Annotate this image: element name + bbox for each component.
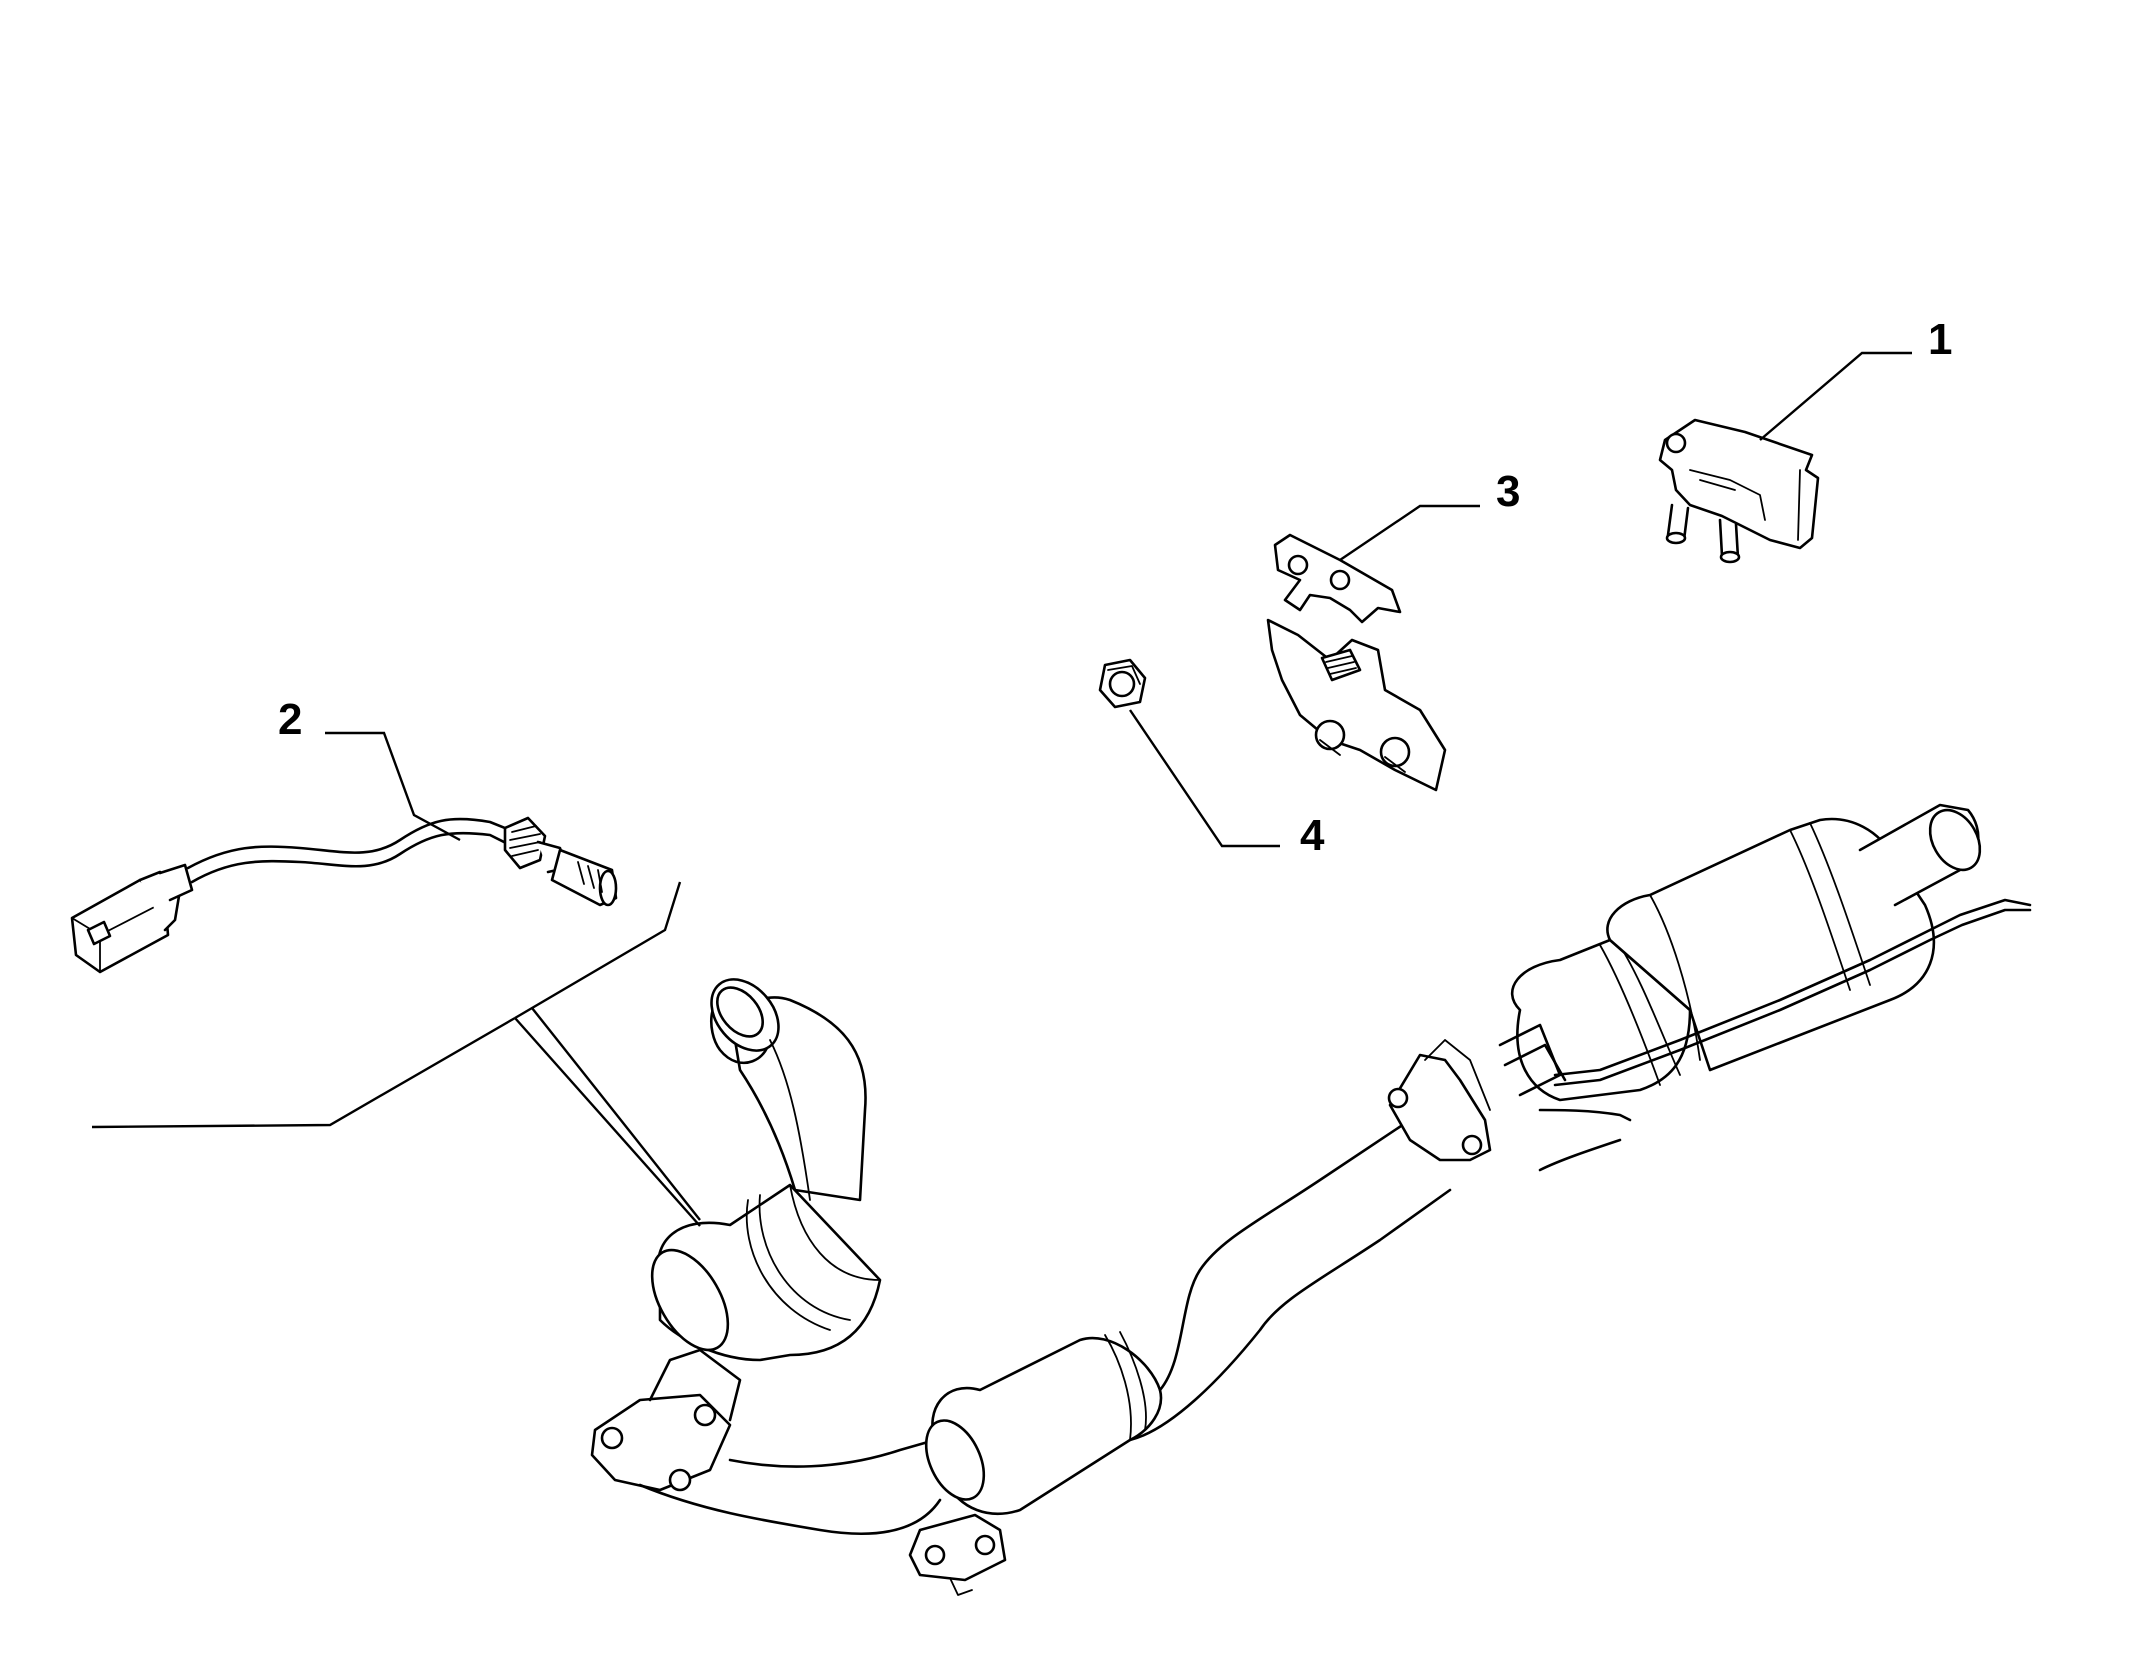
part-1-pressure-sensor[interactable] [1658,418,1820,564]
part-4-nut[interactable] [1098,658,1147,709]
leader-lines [91,351,1912,1227]
part-3-bracket[interactable] [1266,533,1447,792]
part-2-temperature-sensor[interactable] [70,816,618,974]
exhaust-system [590,803,2032,1596]
callout-3: 3 [1496,467,1520,516]
callout-4: 4 [1300,811,1325,860]
callout-1: 1 [1928,315,1952,364]
callout-2: 2 [278,695,302,744]
